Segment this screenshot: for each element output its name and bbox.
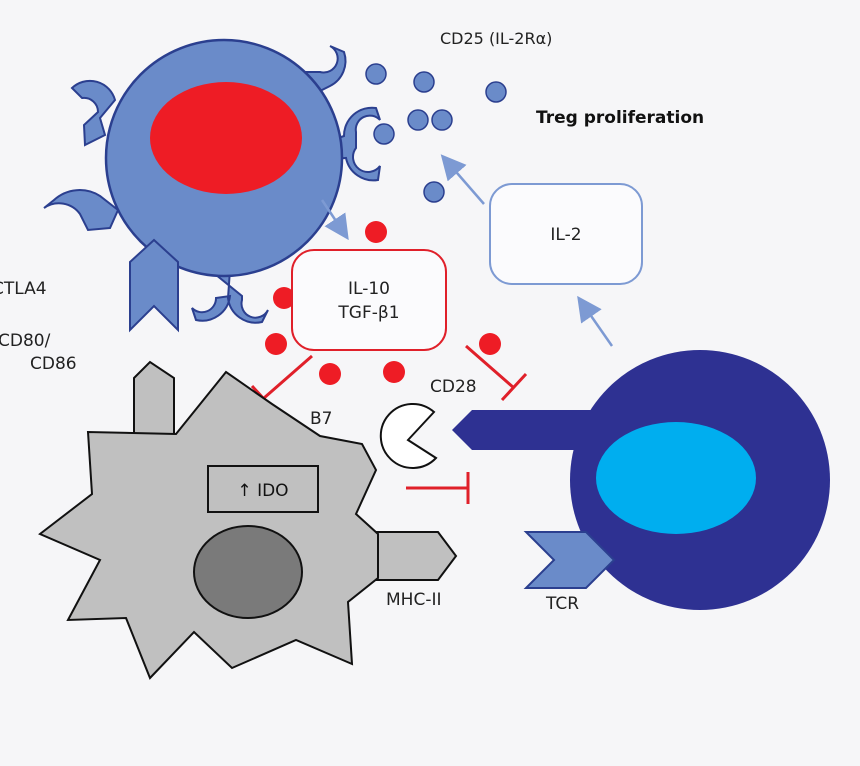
treg-receptor-2 xyxy=(43,189,120,232)
mhc2-label: MHC-II xyxy=(386,590,441,610)
inhibit-dc-to-tcell xyxy=(406,472,470,504)
cd80-label: CD80/ xyxy=(0,331,51,351)
inhibit-tgf-to-cd28 xyxy=(465,344,528,402)
cd28-label: CD28 xyxy=(430,377,477,397)
dc-protrusion-top xyxy=(133,360,175,435)
il10-label: IL-10 xyxy=(348,279,390,299)
cd86-label: CD86 xyxy=(30,354,77,374)
ido-label: ↑ IDO xyxy=(237,481,288,501)
arrows xyxy=(320,154,614,347)
arrow-il2-to-dots xyxy=(440,154,485,205)
treg-nucleus xyxy=(150,82,302,194)
dendritic-cell: ↑ IDO xyxy=(38,360,458,680)
il2-dots xyxy=(365,63,507,203)
dc-nucleus xyxy=(193,525,303,619)
tcr-molecule xyxy=(523,531,616,589)
t-cell xyxy=(452,350,830,610)
il10-tgf-dots xyxy=(265,221,501,385)
treg-cell xyxy=(43,38,381,333)
treg-receptor-5 xyxy=(191,269,269,324)
ctla4-molecule xyxy=(129,238,179,333)
arrow-treg-to-il10 xyxy=(320,199,349,241)
ctla4-label: CTLA4 xyxy=(0,279,47,299)
cd28-molecule xyxy=(452,410,600,450)
cd25-label: CD25 (IL-2Rα) xyxy=(440,29,552,48)
ido-box xyxy=(207,465,319,513)
arrow-tcell-to-il2 xyxy=(577,295,614,347)
treg-proliferation-label: Treg proliferation xyxy=(536,108,704,128)
b7-label: B7 xyxy=(310,409,332,429)
treg-receptor-1 xyxy=(70,79,117,147)
tgfb1-label: TGF-β1 xyxy=(337,303,399,323)
tcr-label: TCR xyxy=(545,594,579,614)
treg-receptor-4 xyxy=(316,106,381,182)
dc-body xyxy=(38,370,379,680)
b7-molecule xyxy=(379,402,438,469)
tcell-nucleus xyxy=(596,422,756,534)
mhc2-molecule xyxy=(373,531,458,581)
il10-tgf-box xyxy=(291,249,447,351)
il2-label: IL-2 xyxy=(550,225,581,245)
il2-box xyxy=(489,183,643,285)
